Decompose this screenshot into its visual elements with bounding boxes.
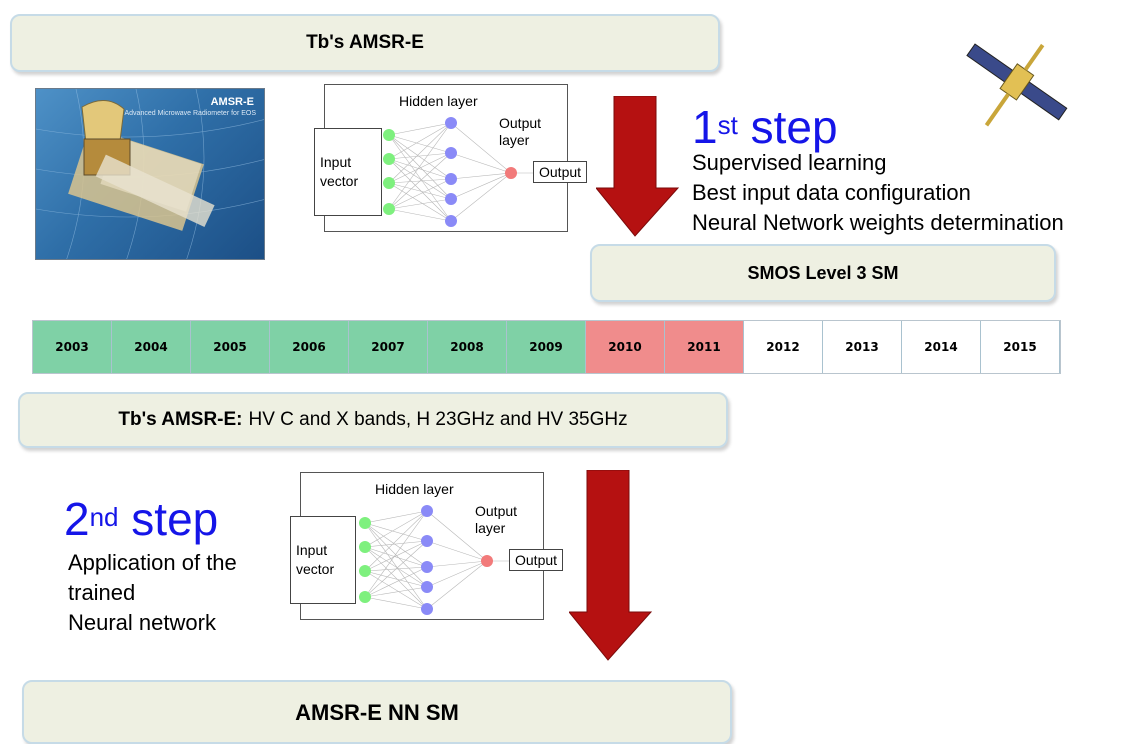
amsr-bands-bold-label: Tb's AMSR-E: <box>118 409 243 430</box>
amsr-bands-text: HV C and X bands, H 23GHz and HV 35GHz <box>248 409 628 430</box>
year-cell-2007: 2007 <box>349 321 428 373</box>
step-1-number: 1 <box>692 101 718 153</box>
smos-satellite-icon <box>966 43 1068 127</box>
hidden-node <box>445 193 457 205</box>
smos-level3-label: SMOS Level 3 SM <box>747 262 899 283</box>
year-cell-2006: 2006 <box>270 321 349 373</box>
amsr-nn-sm-label: AMSR-E NN SM <box>295 700 459 725</box>
output-layer-label-line1: Output <box>499 115 542 131</box>
output-layer-label: Output layer <box>499 115 541 149</box>
hidden-node <box>445 215 457 227</box>
step-1-suffix: st <box>717 110 738 140</box>
hidden-layer-label: Hidden layer <box>375 481 454 497</box>
year-cell-2004: 2004 <box>112 321 191 373</box>
output-node <box>505 167 517 179</box>
nn-1-graph <box>383 117 533 227</box>
step-2-title: 2nd step <box>64 496 218 542</box>
year-cell-2011: 2011 <box>665 321 744 373</box>
year-cell-2013: 2013 <box>823 321 902 373</box>
output-layer-label: Output layer <box>475 503 517 537</box>
output-layer-label-line1: Output <box>475 503 518 519</box>
year-cell-2015: 2015 <box>981 321 1060 373</box>
smos-level3-box: SMOS Level 3 SM <box>590 244 1056 302</box>
hidden-node <box>445 117 457 129</box>
output-node <box>481 555 493 567</box>
hidden-node <box>421 561 433 573</box>
hidden-node <box>445 147 457 159</box>
year-cell-2014: 2014 <box>902 321 981 373</box>
hidden-node <box>421 581 433 593</box>
amsr-e-image-subtitle: Advanced Microwave Radiometer for EOS <box>124 110 257 117</box>
output-box: Output <box>533 161 588 183</box>
output-layer-label-line2: layer <box>499 132 530 148</box>
year-cell-2008: 2008 <box>428 321 507 373</box>
step-2-suffix: nd <box>89 502 119 532</box>
step-2-description: Application of the trained Neural networ… <box>68 548 278 638</box>
step-1-line: Supervised learning <box>692 150 887 175</box>
hidden-node <box>421 535 433 547</box>
input-vector-line1: Input <box>296 542 328 558</box>
amsr-e-satellite-illustration <box>36 89 264 259</box>
step-1-line: Best input data configuration <box>692 180 971 205</box>
year-cell-2009: 2009 <box>507 321 586 373</box>
down-arrow-1 <box>596 96 680 237</box>
year-cell-2005: 2005 <box>191 321 270 373</box>
input-node <box>359 517 371 529</box>
input-node <box>359 591 371 603</box>
down-arrow-2 <box>569 470 653 661</box>
step-1-title: 1st step <box>692 104 838 150</box>
input-vector-line2: vector <box>296 561 335 577</box>
input-node <box>359 541 371 553</box>
input-vector-box: Input vector <box>290 516 356 604</box>
input-vector-line2: vector <box>320 173 359 189</box>
year-cell-2010: 2010 <box>586 321 665 373</box>
amsr-tb-box: Tb's AMSR-E <box>10 14 720 72</box>
year-cell-2003: 2003 <box>33 321 112 373</box>
step-1-word: step <box>750 101 838 153</box>
input-node <box>383 153 395 165</box>
amsr-bands-box: Tb's AMSR-E: HV C and X bands, H 23GHz a… <box>18 392 728 448</box>
step-1-line: Neural Network weights determination <box>692 210 1064 235</box>
input-node <box>383 129 395 141</box>
hidden-layer-label: Hidden layer <box>399 93 478 109</box>
input-vector-line1: Input <box>320 154 352 170</box>
hidden-node <box>421 505 433 517</box>
input-node <box>383 177 395 189</box>
amsr-e-image: AMSR-E Advanced Microwave Radiometer for… <box>35 88 265 260</box>
amsr-tb-label: Tb's AMSR-E <box>306 32 424 53</box>
hidden-node <box>421 603 433 615</box>
hidden-node <box>445 173 457 185</box>
step-2-number: 2 <box>64 493 90 545</box>
step-2-line: Neural network <box>68 610 216 635</box>
input-node <box>383 203 395 215</box>
step-2-line: Application of the <box>68 550 237 575</box>
amsr-nn-sm-box: AMSR-E NN SM <box>22 680 732 744</box>
input-node <box>359 565 371 577</box>
output-box: Output <box>509 549 564 571</box>
year-cell-2012: 2012 <box>744 321 823 373</box>
output-layer-label-line2: layer <box>475 520 506 536</box>
input-vector-box: Input vector <box>314 128 382 216</box>
step-2-line: trained <box>68 580 136 605</box>
amsr-e-image-title: AMSR-E <box>210 96 254 108</box>
step-2-word: step <box>131 493 219 545</box>
nn-2-graph <box>359 505 509 615</box>
step-1-description: Supervised learning Best input data conf… <box>692 148 1064 238</box>
